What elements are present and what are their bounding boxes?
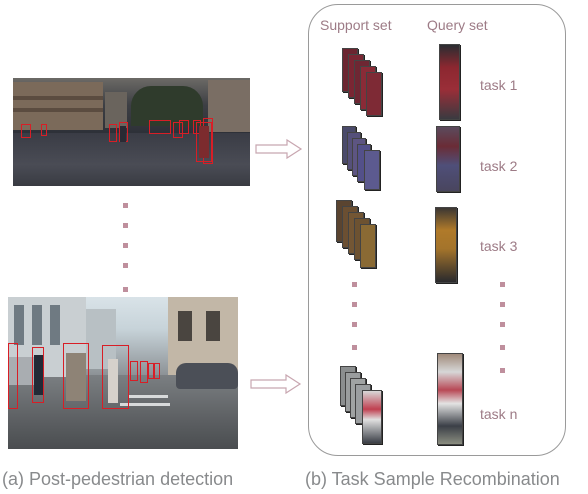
support-set-header: Support set: [320, 17, 392, 33]
pedestrian-bbox: [196, 122, 212, 162]
pedestrian-bbox: [149, 120, 171, 134]
task-label-1: task 1: [480, 77, 518, 93]
pedestrian-bbox: [102, 345, 129, 409]
pedestrian-bbox: [21, 124, 31, 138]
pedestrian-bbox: [179, 120, 189, 134]
ellipsis-dot: [500, 302, 505, 307]
task-panel: [308, 4, 566, 456]
query-image-task-3: [435, 207, 457, 283]
ellipsis-dot: [123, 263, 128, 268]
pedestrian-bbox: [109, 124, 117, 142]
ellipsis-dot: [352, 302, 357, 307]
pedestrian-bbox: [148, 363, 154, 379]
pedestrian-bbox: [130, 361, 138, 381]
ellipsis-dot: [500, 345, 505, 350]
pedestrian-bbox: [63, 343, 89, 409]
query-image-task-1: [439, 44, 460, 120]
ellipsis-dot: [352, 322, 357, 327]
query-image-task-2: [436, 126, 460, 192]
caption-left: (a) Post-pedestrian detection: [2, 469, 234, 489]
ellipsis-dot: [500, 368, 505, 373]
caption-right: (b) Task Sample Recombination: [305, 469, 560, 489]
task-label-3: task 3: [480, 238, 518, 254]
pedestrian-bbox: [41, 124, 47, 136]
ellipsis-dot: [123, 203, 128, 208]
street-scene-photo-bottom: [8, 297, 238, 449]
pedestrian-bbox: [8, 343, 18, 409]
query-image-task-n: [437, 353, 463, 445]
ellipsis-dot: [500, 282, 505, 287]
ellipsis-dot: [352, 282, 357, 287]
arrow-icon: [250, 373, 302, 395]
ellipsis-dot: [123, 243, 128, 248]
arrow-icon: [255, 138, 303, 160]
pedestrian-bbox: [32, 347, 44, 403]
ellipsis-dot: [123, 287, 128, 292]
pedestrian-bbox: [154, 363, 160, 379]
pedestrian-bbox: [173, 122, 183, 138]
street-scene-photo-top: [13, 78, 250, 186]
task-label-2: task 2: [480, 158, 518, 174]
ellipsis-dot: [123, 223, 128, 228]
pedestrian-bbox: [140, 361, 148, 383]
ellipsis-dot: [500, 322, 505, 327]
ellipsis-dot: [352, 345, 357, 350]
task-label-n: task n: [480, 406, 518, 422]
query-set-header: Query set: [427, 17, 488, 33]
